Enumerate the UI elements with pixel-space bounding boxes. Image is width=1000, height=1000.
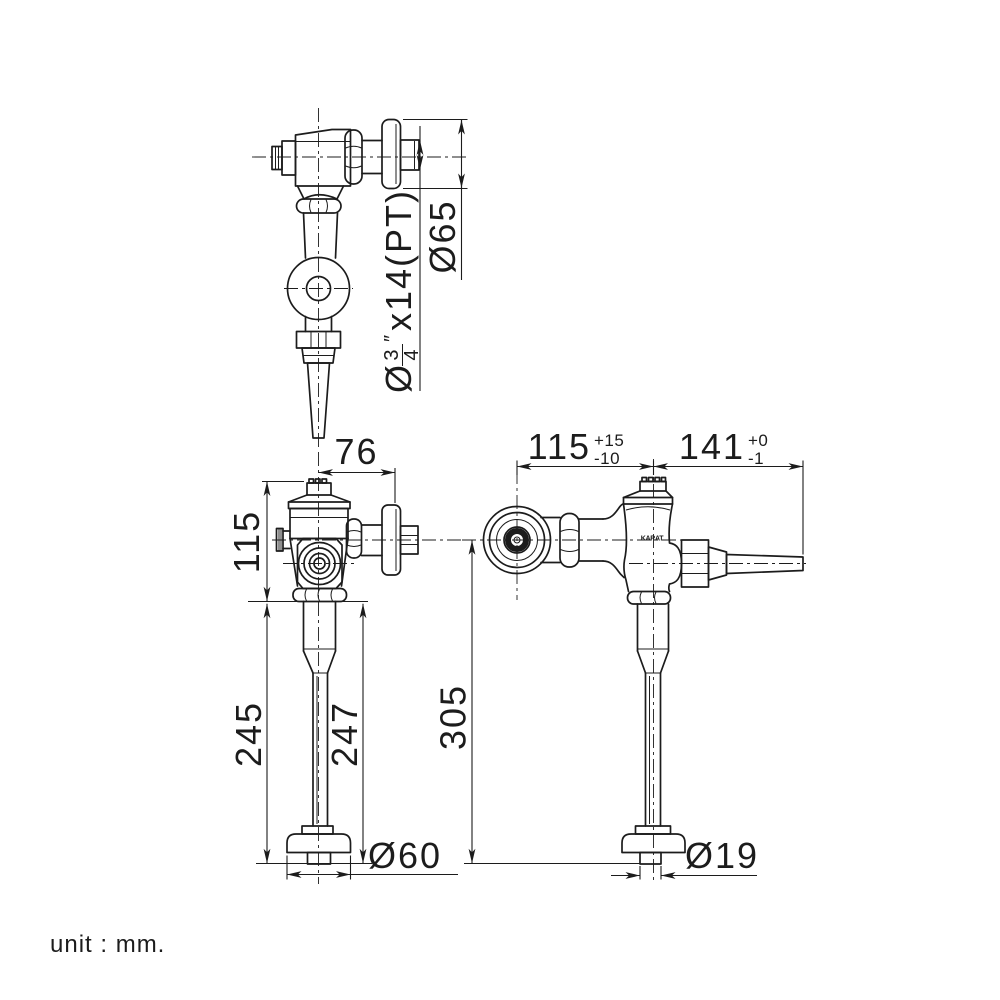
inlet-pipe	[360, 524, 383, 557]
control-stem	[275, 527, 291, 552]
dim-label-handle-length: 141	[679, 426, 745, 467]
dim-base-dia: Ø60	[286, 835, 458, 880]
dim-label-base-dia: Ø60	[368, 835, 442, 876]
tube	[304, 315, 333, 333]
dim-flange-dia: Ø65	[403, 118, 468, 280]
dim-label-len-inner: 247	[324, 701, 365, 767]
dim-label-flange-dia: Ø65	[422, 199, 463, 273]
tube-taper	[636, 650, 670, 674]
dim-len-outer: 245	[228, 603, 372, 865]
top-view: Ø 3 4 ″ x14(PT) Ø65	[252, 108, 470, 448]
adapter	[301, 347, 336, 364]
nut-ring	[559, 512, 580, 568]
wall-flange-front	[482, 505, 552, 575]
boss-circles	[297, 541, 342, 586]
spud	[306, 851, 332, 865]
lock-nut	[292, 587, 348, 603]
base-collar	[301, 825, 334, 835]
stop-cap	[271, 140, 297, 176]
inlet-bell	[602, 503, 625, 579]
thread-label-prime: ″	[381, 335, 403, 342]
bonnet	[287, 494, 351, 510]
brand-mark: KARAT	[641, 536, 665, 543]
thread-end	[399, 525, 419, 555]
dim-label-wall-offset: 76	[334, 431, 378, 472]
dim-label-inlet-offset: 115	[528, 426, 591, 467]
nut-ring	[295, 198, 342, 214]
dim-handle-length: 141 +0 -1	[653, 426, 804, 555]
inlet-pipe	[361, 139, 383, 175]
valve-body-outline	[294, 128, 352, 187]
dim-label-overall-height: 305	[433, 684, 474, 750]
stop-valve-boss	[286, 256, 351, 321]
handle-collar	[707, 546, 728, 581]
wall-flange	[381, 118, 402, 190]
dim-label-valve-height: 115	[226, 510, 267, 573]
valve-cap	[639, 476, 667, 492]
dim-overall-height: 305	[433, 540, 640, 865]
dim-spud-dia: Ø19	[611, 835, 759, 880]
body-neck	[296, 185, 345, 200]
front-view: 76 115 245 247 Ø60	[226, 431, 470, 884]
dim-label-spud-dia: Ø19	[685, 835, 759, 876]
nut-ring	[344, 129, 363, 185]
thread-label-numerator: 3	[381, 349, 403, 360]
bonnet	[622, 490, 674, 505]
dim-inlet-offset: 115 +15 -10	[516, 426, 655, 475]
dim-tol-lower: -10	[594, 449, 620, 468]
dim-tol-lower: -1	[748, 449, 764, 468]
base-dome	[621, 833, 686, 854]
spud	[639, 851, 662, 865]
tube-lower	[644, 672, 662, 827]
unit-note: unit : mm.	[50, 931, 165, 958]
body-left-edge	[622, 503, 630, 593]
dim-tol-upper: +15	[594, 431, 624, 450]
tube-taper	[302, 650, 337, 674]
thread-label-prefix: Ø	[378, 363, 419, 393]
lock-nut	[626, 590, 672, 605]
dim-len-inner: 247	[324, 603, 367, 864]
tube	[302, 212, 339, 259]
dim-wall-offset: 76	[318, 431, 396, 503]
dim-thread: Ø 3 4 ″ x14(PT)	[378, 126, 424, 393]
dim-tol-upper: +0	[748, 431, 768, 450]
inlet-pipe	[578, 518, 604, 562]
base-dome	[286, 833, 352, 854]
handle-lever	[725, 553, 804, 575]
dim-label-len-outer: 245	[228, 701, 269, 767]
thread-label-denominator: 4	[401, 349, 423, 360]
side-view: KARAT 115 +15 -10	[433, 426, 806, 884]
body-right-edge	[667, 503, 683, 593]
tube-upper	[636, 603, 670, 652]
nut-ring	[345, 518, 363, 559]
tube-lower	[312, 672, 329, 827]
base-collar	[634, 825, 672, 835]
thread-label-suffix: x14(PT)	[378, 189, 419, 331]
inlet-pipe	[540, 516, 561, 564]
handle	[306, 362, 331, 439]
valve-cap	[306, 478, 332, 496]
tube-upper	[302, 600, 337, 652]
dim-valve-height: 115	[226, 480, 368, 603]
valve-body	[289, 507, 349, 540]
thread-end	[399, 139, 420, 171]
